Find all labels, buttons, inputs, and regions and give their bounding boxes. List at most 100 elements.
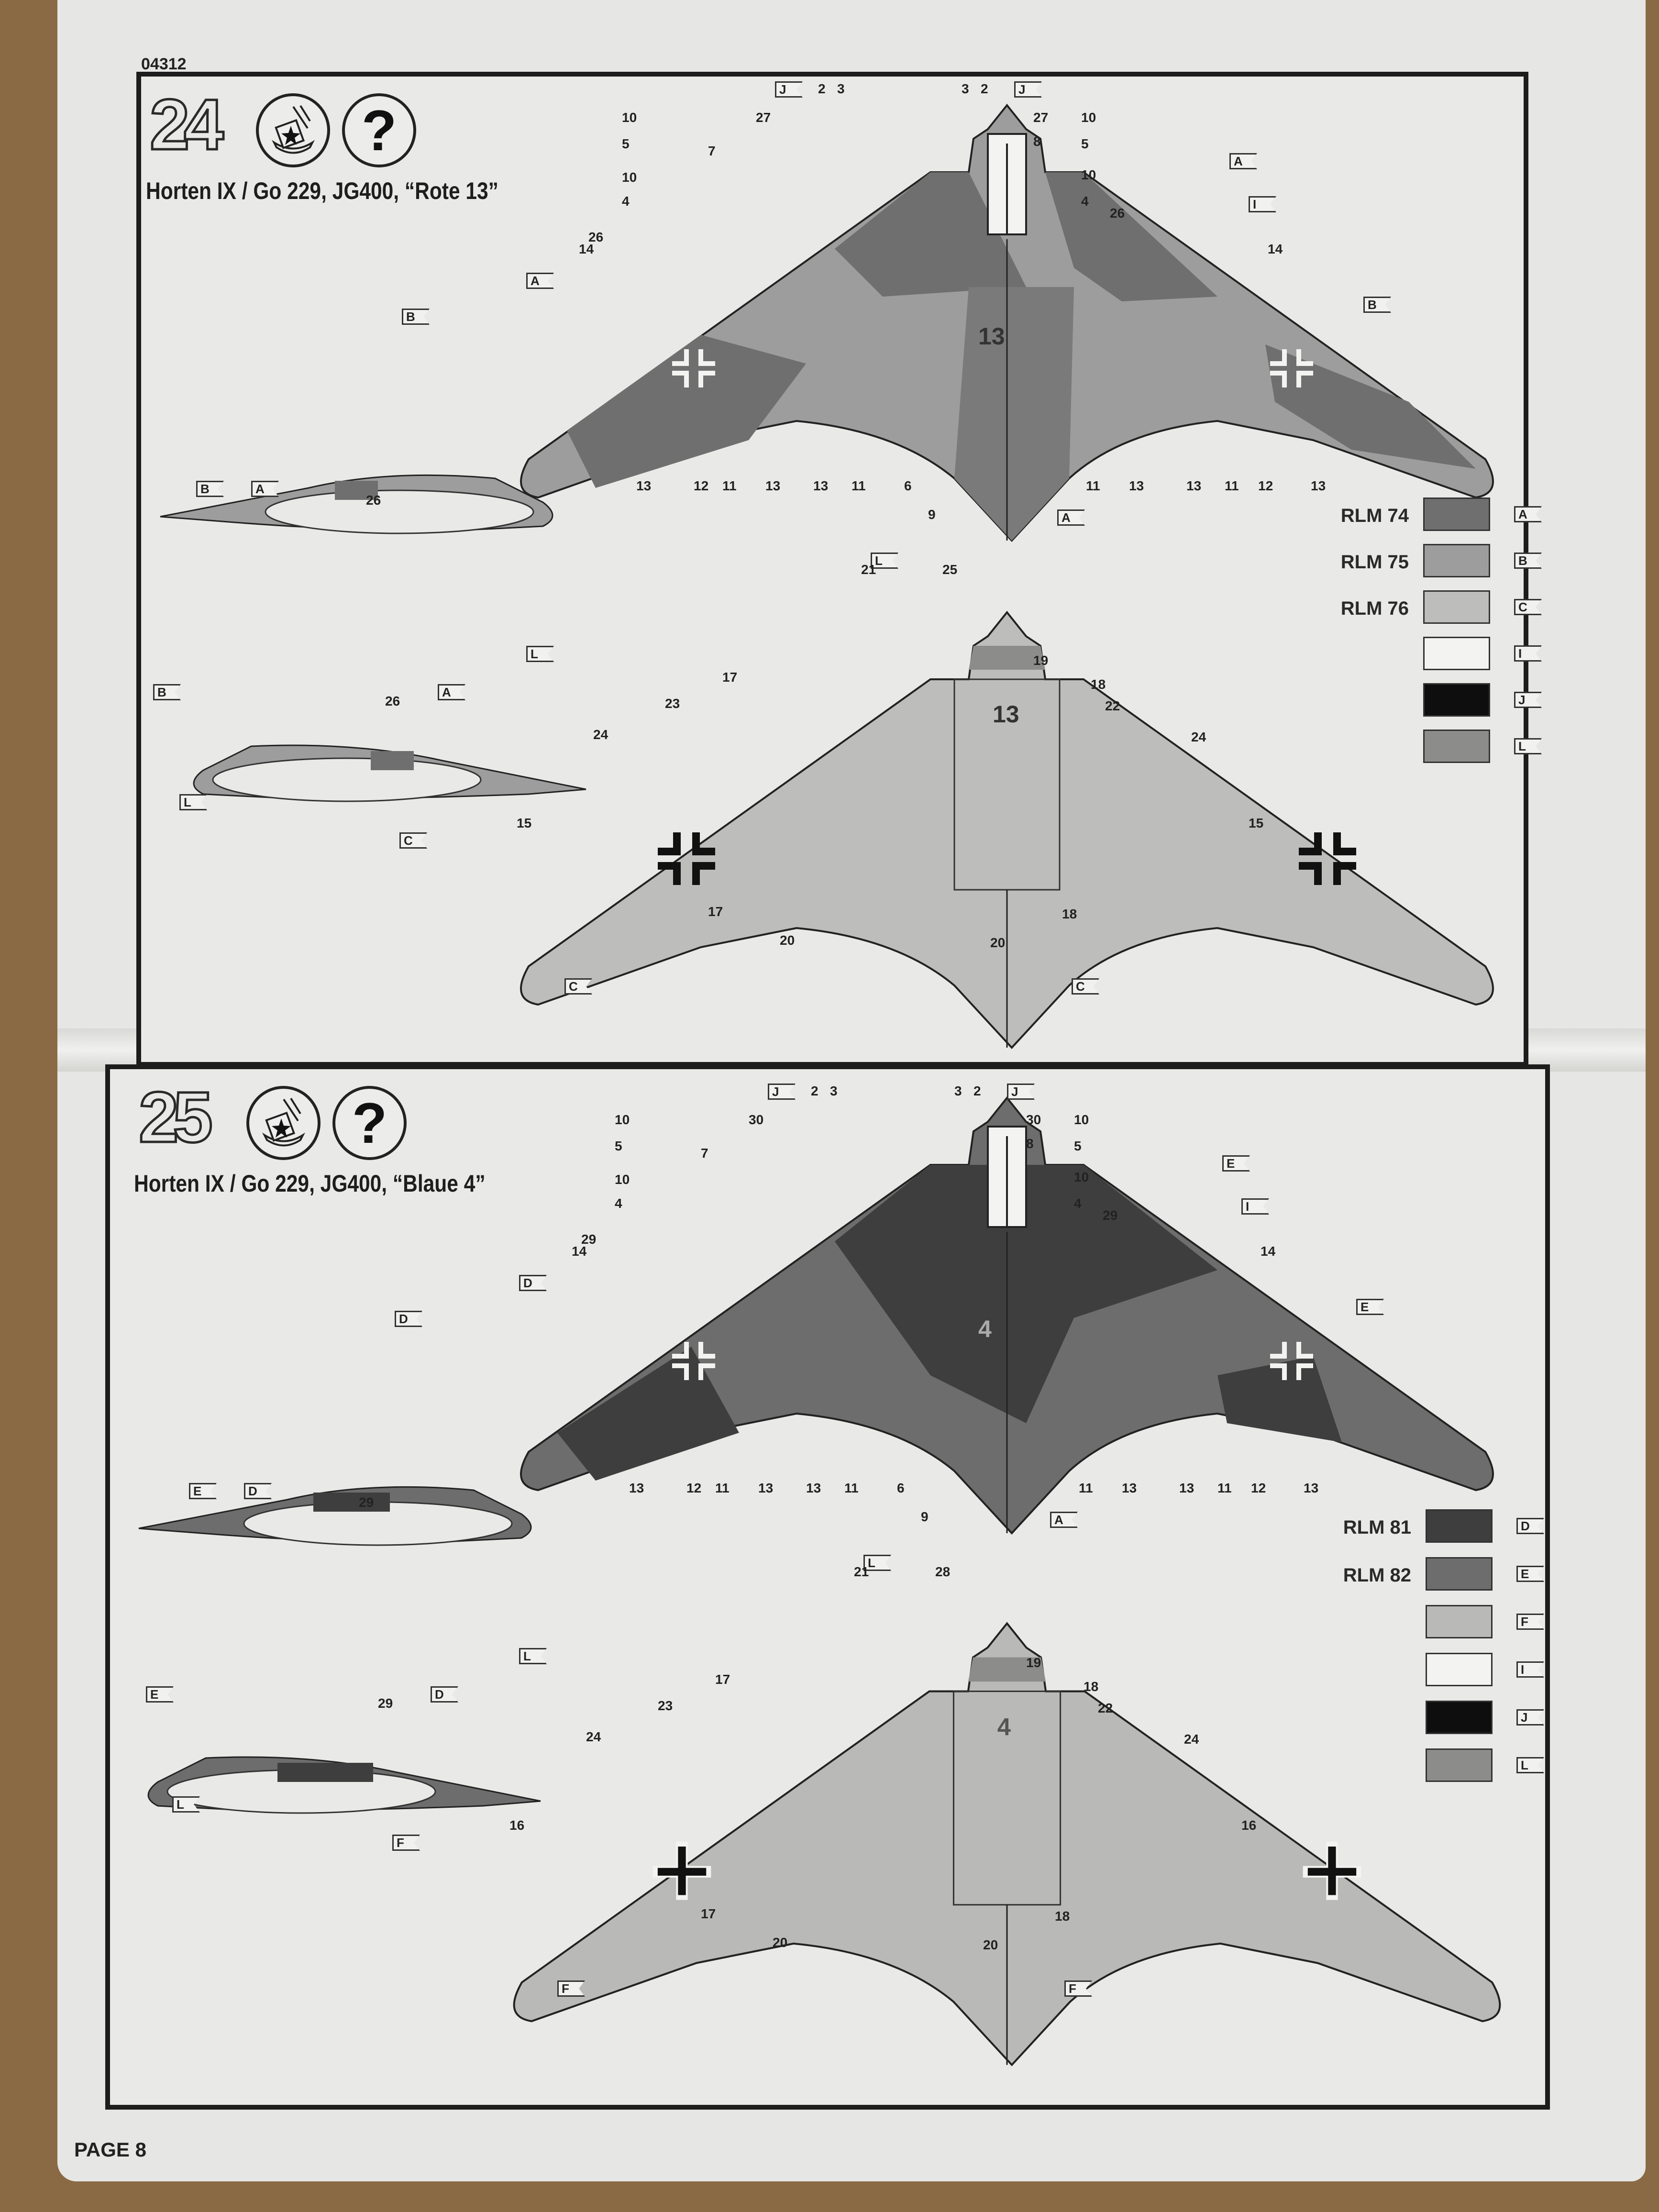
decal-callout: 6	[897, 1481, 905, 1495]
decal-callout: 18	[1055, 1909, 1070, 1924]
decal-callout: 24	[1184, 1732, 1199, 1747]
decal-callout: 18	[1062, 907, 1077, 921]
decal-callout: 13	[1186, 478, 1202, 493]
question-icon: ?	[332, 1086, 407, 1160]
fuselage-code: 4	[978, 1316, 992, 1342]
decal-callout: 28	[935, 1564, 951, 1579]
legend-row: RLM 76 C	[1318, 590, 1542, 629]
decal-callout: 13	[813, 478, 829, 493]
decal-callout: 10	[615, 1172, 630, 1187]
decal-callout: 21	[861, 562, 876, 577]
side-view-starboard	[147, 1756, 541, 1814]
color-swatch	[1423, 683, 1490, 717]
step-title: Horten IX / Go 229, JG400, “Blaue 4”	[134, 1170, 486, 1197]
decal-callout: 2	[818, 81, 826, 96]
color-code-flag: E	[146, 1686, 174, 1703]
fuselage-code: 13	[993, 701, 1019, 728]
color-code-flag: J	[775, 81, 803, 98]
decal-callout: 19	[1026, 1655, 1041, 1670]
decal-callout: 2	[811, 1084, 818, 1098]
step-title: Horten IX / Go 229, JG400, “Rote 13”	[146, 177, 498, 204]
legend-row: L	[1320, 1748, 1544, 1787]
side-view-port	[160, 474, 553, 534]
color-code-flag: A	[1514, 506, 1542, 522]
decal-callout: 10	[622, 110, 637, 125]
bottom-view-aircraft: 13	[520, 610, 1494, 1049]
color-swatch	[1426, 1605, 1493, 1638]
decal-callout: 16	[509, 1818, 525, 1833]
color-code-flag: F	[1516, 1614, 1544, 1630]
decal-callout: 3	[954, 1084, 962, 1098]
color-swatch	[1423, 544, 1490, 577]
product-code: 04312	[141, 55, 187, 73]
legend-row: RLM 75 B	[1318, 544, 1542, 582]
decal-callout: 20	[780, 933, 795, 948]
decal-callout: 13	[1122, 1481, 1137, 1495]
decal-callout: 10	[1081, 167, 1096, 182]
legend-label: RLM 81	[1343, 1517, 1411, 1538]
balkenkreuz-icon	[672, 349, 1313, 387]
legend-row: I	[1318, 637, 1542, 675]
decal-callout: 4	[1074, 1196, 1082, 1211]
decal-callout: 13	[765, 478, 781, 493]
decal-callout: 27	[1033, 110, 1049, 125]
decal-callout: 17	[715, 1672, 730, 1687]
decal-callout: 12	[1251, 1481, 1266, 1495]
decal-callout: 10	[1074, 1170, 1089, 1184]
legend-row: L	[1318, 730, 1542, 768]
decal-callout: 4	[615, 1196, 622, 1211]
legend-label: RLM 74	[1340, 505, 1409, 526]
decal-callout: 13	[1179, 1481, 1194, 1495]
decal-callout: 2	[981, 81, 988, 96]
decal-callout: 26	[1110, 206, 1125, 221]
camo-patch	[557, 1347, 739, 1481]
fuselage-code: 4	[997, 1713, 1011, 1740]
decal-callout: 5	[1081, 136, 1089, 151]
camo-patch	[954, 287, 1074, 541]
color-swatch	[1423, 590, 1490, 624]
balkenkreuz-icon	[653, 1841, 1361, 1900]
color-swatch	[1426, 1509, 1493, 1543]
decal-callout: 11	[1217, 1481, 1232, 1495]
decal-callout: 29	[378, 1696, 393, 1711]
decal-callout: 2	[973, 1084, 981, 1098]
color-code-flag: A	[438, 684, 465, 700]
step-number: 24	[149, 84, 225, 165]
step-number: 25	[138, 1077, 214, 1157]
camo-patch	[835, 1165, 1217, 1423]
camo-patch	[567, 335, 806, 488]
legend-label: RLM 76	[1340, 598, 1409, 619]
decal-callout: 20	[990, 935, 1006, 950]
decal-callout: 26	[385, 694, 400, 708]
decal-callout: 8	[1033, 134, 1041, 149]
decal-callout: 11	[722, 478, 737, 493]
color-code-flag: B	[153, 684, 181, 700]
legend-row: RLM 81 D	[1320, 1509, 1544, 1548]
decal-callout: 8	[1026, 1136, 1034, 1151]
decal-callout: 10	[1081, 110, 1096, 125]
color-swatch	[1423, 730, 1490, 763]
decal-callout: 12	[1258, 478, 1273, 493]
color-code-flag: B	[1514, 553, 1542, 569]
decal-callout: 23	[665, 696, 680, 711]
decal-callout: 10	[615, 1112, 630, 1127]
legend-row: F	[1320, 1605, 1544, 1643]
decal-callout: 26	[366, 493, 381, 508]
question-icon: ?	[342, 93, 416, 167]
decal-callout: 13	[1129, 478, 1144, 493]
legend-row: J	[1320, 1701, 1544, 1739]
camo-patch	[1045, 172, 1217, 301]
color-code-flag: J	[1516, 1709, 1544, 1725]
decal-callout: 12	[686, 1481, 702, 1495]
decal-callout: 20	[983, 1937, 998, 1952]
color-swatch	[1423, 498, 1490, 531]
decal-callout: 5	[615, 1139, 622, 1153]
decal-callout: 18	[1091, 677, 1106, 692]
decal-callout: 13	[1311, 478, 1326, 493]
decal-callout: 13	[629, 1481, 644, 1495]
decal-callout: 16	[1241, 1818, 1257, 1833]
decal-callout: 13	[758, 1481, 774, 1495]
decal-callout: 21	[854, 1564, 869, 1579]
decal-callout: 3	[830, 1084, 838, 1098]
color-swatch	[1426, 1701, 1493, 1734]
